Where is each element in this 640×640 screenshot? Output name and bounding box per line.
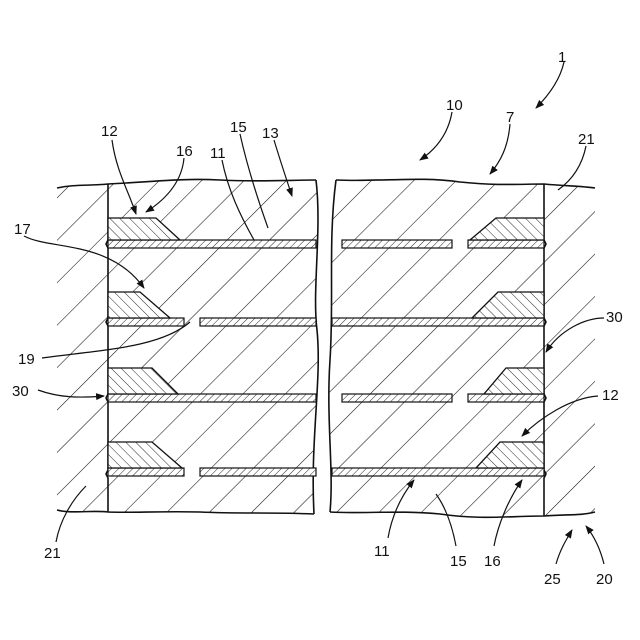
internal-electrode-row-4 [108, 468, 544, 476]
label-1: 1 [558, 49, 566, 66]
outer-body-right [544, 184, 595, 516]
outer-body-left [57, 184, 108, 512]
label-17: 17 [14, 221, 31, 238]
label-21-top: 21 [578, 131, 595, 148]
label-12-top: 12 [101, 123, 118, 140]
label-19: 19 [18, 351, 35, 368]
label-16-bottom: 16 [484, 553, 501, 570]
label-20: 20 [596, 571, 613, 588]
label-21-bottom: 21 [44, 545, 61, 562]
label-30-right: 30 [606, 309, 623, 326]
internal-electrode-row-2 [108, 318, 544, 326]
label-7: 7 [506, 109, 514, 126]
label-13: 13 [262, 125, 279, 142]
label-16-top: 16 [176, 143, 193, 160]
internal-electrode-row-1 [108, 240, 544, 248]
label-15-bottom: 15 [450, 553, 467, 570]
label-11-bottom: 11 [374, 543, 390, 560]
label-12-right: 12 [602, 387, 619, 404]
internal-electrode-row-3 [108, 394, 544, 402]
label-10: 10 [446, 97, 463, 114]
label-15-top: 15 [230, 119, 247, 136]
label-11-top: 11 [210, 145, 226, 162]
label-25: 25 [544, 571, 561, 588]
label-30-left: 30 [12, 383, 29, 400]
